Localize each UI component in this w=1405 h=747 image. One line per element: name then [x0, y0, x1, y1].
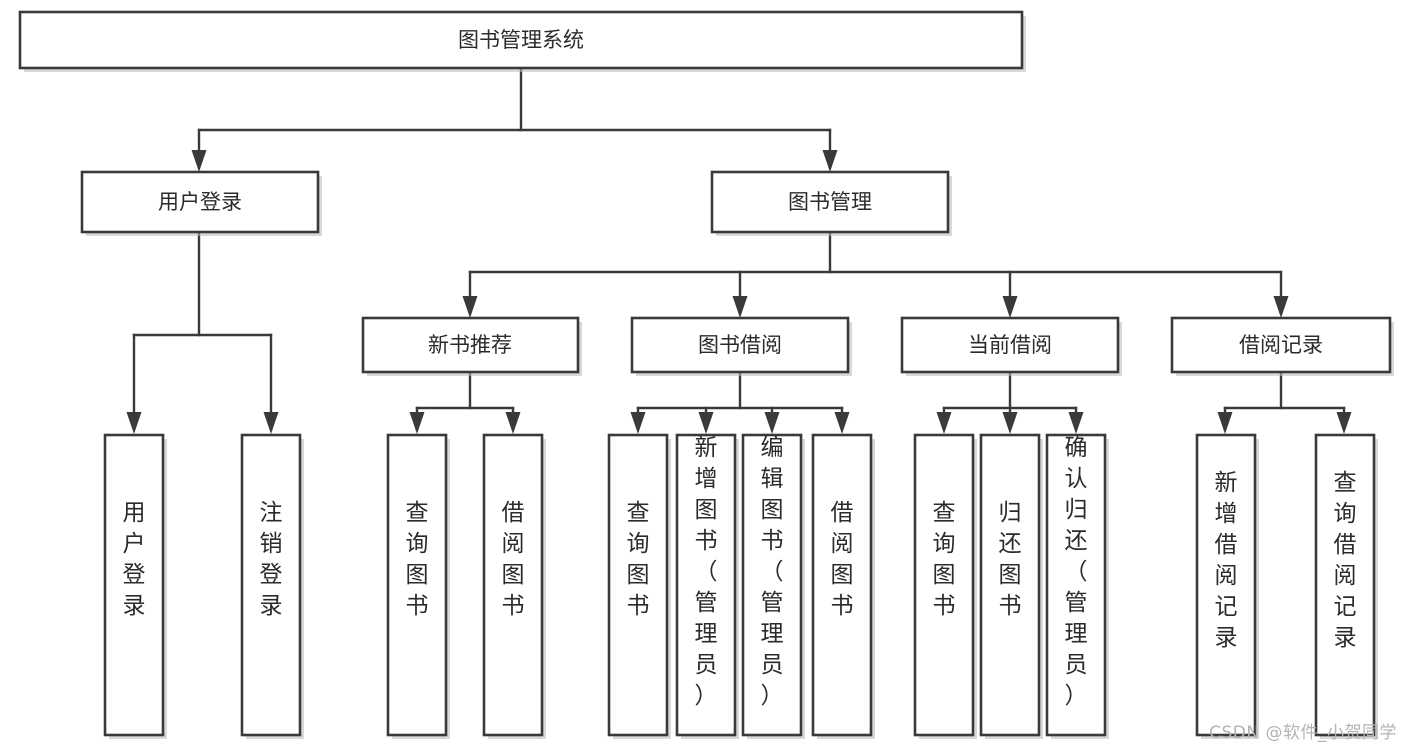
- leaf-query-borrow-record[interactable]: 查询借阅记录: [1314, 433, 1378, 739]
- node-borrow-record-label: 借阅记录: [1239, 333, 1323, 357]
- leaf-borrow-book-1-label: 借阅图书: [502, 500, 525, 619]
- leaf-edit-book-admin[interactable]: 编辑图书（管理员）: [741, 433, 805, 739]
- arrow-leaf-11: [1217, 412, 1233, 434]
- leaf-confirm-return-admin-label: 确认归还（管理员）: [1065, 435, 1088, 709]
- arrow-to-current-borrow: [1002, 296, 1018, 318]
- leaf-query-book-2[interactable]: 查询图书: [607, 433, 671, 739]
- leaf-edit-book-admin-label: 编辑图书（管理员）: [761, 435, 784, 709]
- node-book-borrow-label: 图书借阅: [698, 333, 782, 357]
- node-borrow-record[interactable]: 借阅记录: [1170, 316, 1394, 376]
- leaf-query-book-2-label: 查询图书: [627, 500, 650, 619]
- arrow-to-book-mgmt: [822, 150, 838, 172]
- node-current-borrow-label: 当前借阅: [968, 333, 1052, 357]
- csdn-watermark: CSDN @软件_小贺同学: [1209, 723, 1397, 743]
- node-user-login-label: 用户登录: [158, 190, 242, 214]
- node-new-book-recommend[interactable]: 新书推荐: [361, 316, 582, 376]
- node-user-login[interactable]: 用户登录: [80, 170, 322, 236]
- leaf-logout[interactable]: 注销登录: [240, 433, 304, 739]
- arrow-leaf-7: [834, 412, 850, 434]
- arrow-leaf-8: [936, 412, 952, 434]
- node-book-management[interactable]: 图书管理: [710, 170, 952, 236]
- leaf-query-book-1-label: 查询图书: [406, 500, 429, 619]
- arrow-leaf-9: [1002, 412, 1018, 434]
- leaf-query-book-3-label: 查询图书: [933, 500, 956, 619]
- leaf-add-borrow-record[interactable]: 新增借阅记录: [1195, 433, 1259, 739]
- arrow-to-borrow-record: [1273, 296, 1289, 318]
- node-current-borrow[interactable]: 当前借阅: [900, 316, 1122, 376]
- leaf-user-login-label: 用户登录: [123, 500, 146, 619]
- arrow-leaf-1: [263, 412, 279, 434]
- arrow-leaf-10: [1068, 412, 1084, 434]
- node-root-label: 图书管理系统: [458, 28, 584, 52]
- node-book-borrow[interactable]: 图书借阅: [630, 316, 852, 376]
- leaf-borrow-book-2-label: 借阅图书: [831, 500, 854, 619]
- arrow-leaf-0: [126, 412, 142, 434]
- leaf-return-book[interactable]: 归还图书: [979, 433, 1043, 739]
- leaf-confirm-return-admin[interactable]: 确认归还（管理员）: [1045, 433, 1109, 739]
- leaf-add-book-admin[interactable]: 新增图书（管理员）: [675, 433, 739, 739]
- arrow-leaf-5: [698, 412, 714, 434]
- edge-layer: [126, 66, 1352, 434]
- node-root[interactable]: 图书管理系统: [18, 10, 1026, 72]
- arrow-to-book-borrow: [732, 296, 748, 318]
- leaf-logout-label: 注销登录: [260, 500, 283, 619]
- leaf-user-login[interactable]: 用户登录: [103, 433, 167, 739]
- leaf-add-book-admin-label: 新增图书（管理员）: [695, 435, 718, 709]
- leaf-add-borrow-record-label: 新增借阅记录: [1215, 470, 1238, 651]
- arrow-leaf-4: [630, 412, 646, 434]
- leaf-borrow-book-2[interactable]: 借阅图书: [811, 433, 875, 739]
- leaf-borrow-book-1[interactable]: 借阅图书: [482, 433, 546, 739]
- leaf-query-book-3[interactable]: 查询图书: [913, 433, 977, 739]
- leaf-query-borrow-record-label: 查询借阅记录: [1334, 470, 1357, 651]
- arrow-leaf-2: [409, 412, 425, 434]
- leaf-query-book-1[interactable]: 查询图书: [386, 433, 450, 739]
- arrow-to-user-login: [191, 150, 207, 172]
- node-new-book-recommend-label: 新书推荐: [428, 333, 512, 357]
- arrow-leaf-12: [1336, 412, 1352, 434]
- arrow-leaf-3: [505, 412, 521, 434]
- arrow-leaf-6: [764, 412, 780, 434]
- node-book-management-label: 图书管理: [788, 190, 872, 214]
- leaf-return-book-label: 归还图书: [999, 500, 1022, 619]
- arrow-to-new-book-rec: [462, 296, 478, 318]
